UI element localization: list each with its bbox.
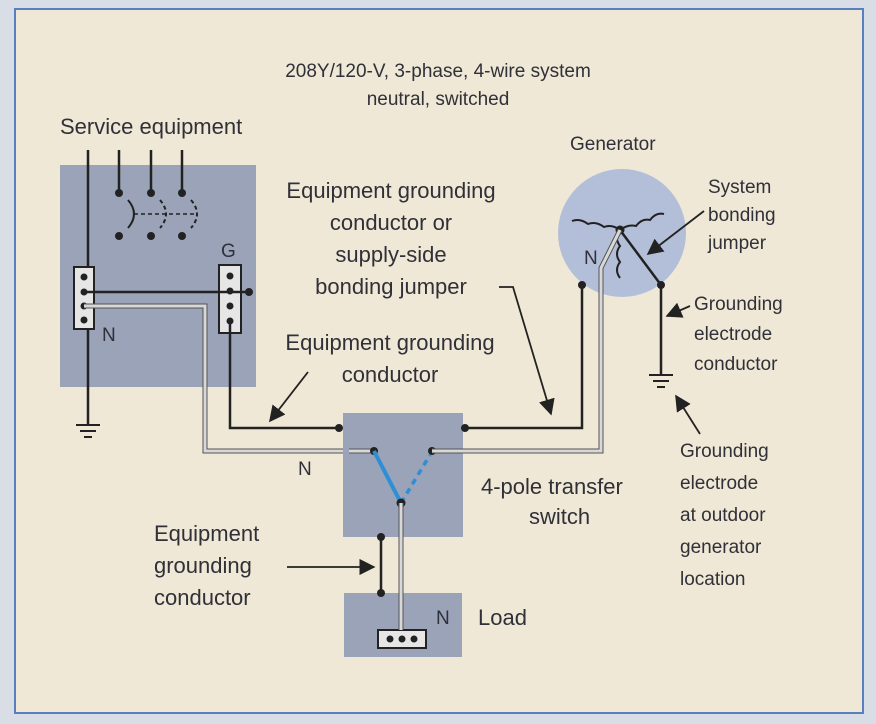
egc-mid-label-line1: Equipment grounding (285, 330, 494, 355)
transfer-switch-label-line1: 4-pole transfer (481, 474, 623, 499)
generator-neutral-label: N (584, 248, 598, 269)
generator-neutral-wire-core (432, 229, 622, 453)
system-bonding-jumper-label-line2: bonding (708, 205, 776, 226)
load-label: Load (478, 605, 527, 630)
ge-outdoor-label-line2: electrode (680, 473, 758, 494)
generator-egc-wire (465, 285, 584, 430)
diagram-title-line1: 208Y/120-V, 3-phase, 4-wire system (285, 61, 591, 82)
diagram-title-line2: neutral, switched (367, 89, 510, 110)
transfer-egc-terminal-left (335, 424, 343, 432)
ge-outdoor-label-line4: generator (680, 537, 762, 558)
load-neutral-label: N (436, 608, 450, 629)
transfer-switch-label-line2: switch (529, 504, 590, 529)
wiring-diagram: 208Y/120-V, 3-phase, 4-wire system neutr… (60, 61, 783, 657)
transfer-switch-blade-open (399, 454, 432, 504)
diagram-page: 208Y/120-V, 3-phase, 4-wire system neutr… (14, 8, 864, 714)
egc-bottom-label-line2: grounding (154, 553, 252, 578)
egc-bottom-label-line3: conductor (154, 585, 251, 610)
egc-bottom-label-line1: Equipment (154, 521, 259, 546)
service-neutral-wire-core (84, 304, 349, 453)
ge-outdoor-arrow (675, 394, 701, 435)
system-bonding-jumper-label-line1: System (708, 177, 771, 198)
transfer-switch-blade (372, 450, 403, 504)
egc-mid-label-line2: conductor (342, 362, 439, 387)
gec-label-line3: conductor (694, 354, 778, 375)
egc-supply-label-line4: bonding jumper (315, 274, 467, 299)
generator-label: Generator (570, 134, 656, 155)
ge-outdoor-label-line3: at outdoor (680, 505, 766, 526)
egc-supply-label-line1: Equipment grounding (286, 178, 495, 203)
gec-arrow (665, 302, 691, 318)
system-bonding-jumper-wire (618, 229, 663, 286)
service-neutral-label: N (102, 325, 116, 346)
ground-bar-label: G (221, 241, 236, 262)
service-ground-symbol (76, 424, 100, 438)
load-egc-terminal-bottom (377, 589, 385, 597)
transfer-egc-terminal-right (461, 424, 469, 432)
egc-supply-label-line3: supply-side (335, 242, 446, 267)
generator-ground-symbol (649, 374, 673, 388)
egc-mid-arrow (269, 371, 309, 423)
service-egc-wire (228, 321, 339, 430)
service-neutral-bar (73, 266, 95, 330)
gec-label-line1: Grounding (694, 294, 783, 315)
egc-supply-arrow (499, 286, 555, 416)
ge-outdoor-label-line1: Grounding (680, 441, 769, 462)
system-bonding-jumper-arrow (646, 210, 705, 255)
load-terminals (386, 635, 418, 643)
load-egc-terminal-top (377, 533, 385, 541)
system-bonding-jumper-label-line3: jumper (707, 233, 767, 254)
transfer-neutral-label: N (298, 459, 312, 480)
gec-label-line2: electrode (694, 324, 772, 345)
egc-supply-label-line2: conductor or (330, 210, 452, 235)
ge-outdoor-label-line5: location (680, 569, 746, 590)
service-equipment-label: Service equipment (60, 114, 242, 139)
service-breaker (115, 189, 186, 240)
